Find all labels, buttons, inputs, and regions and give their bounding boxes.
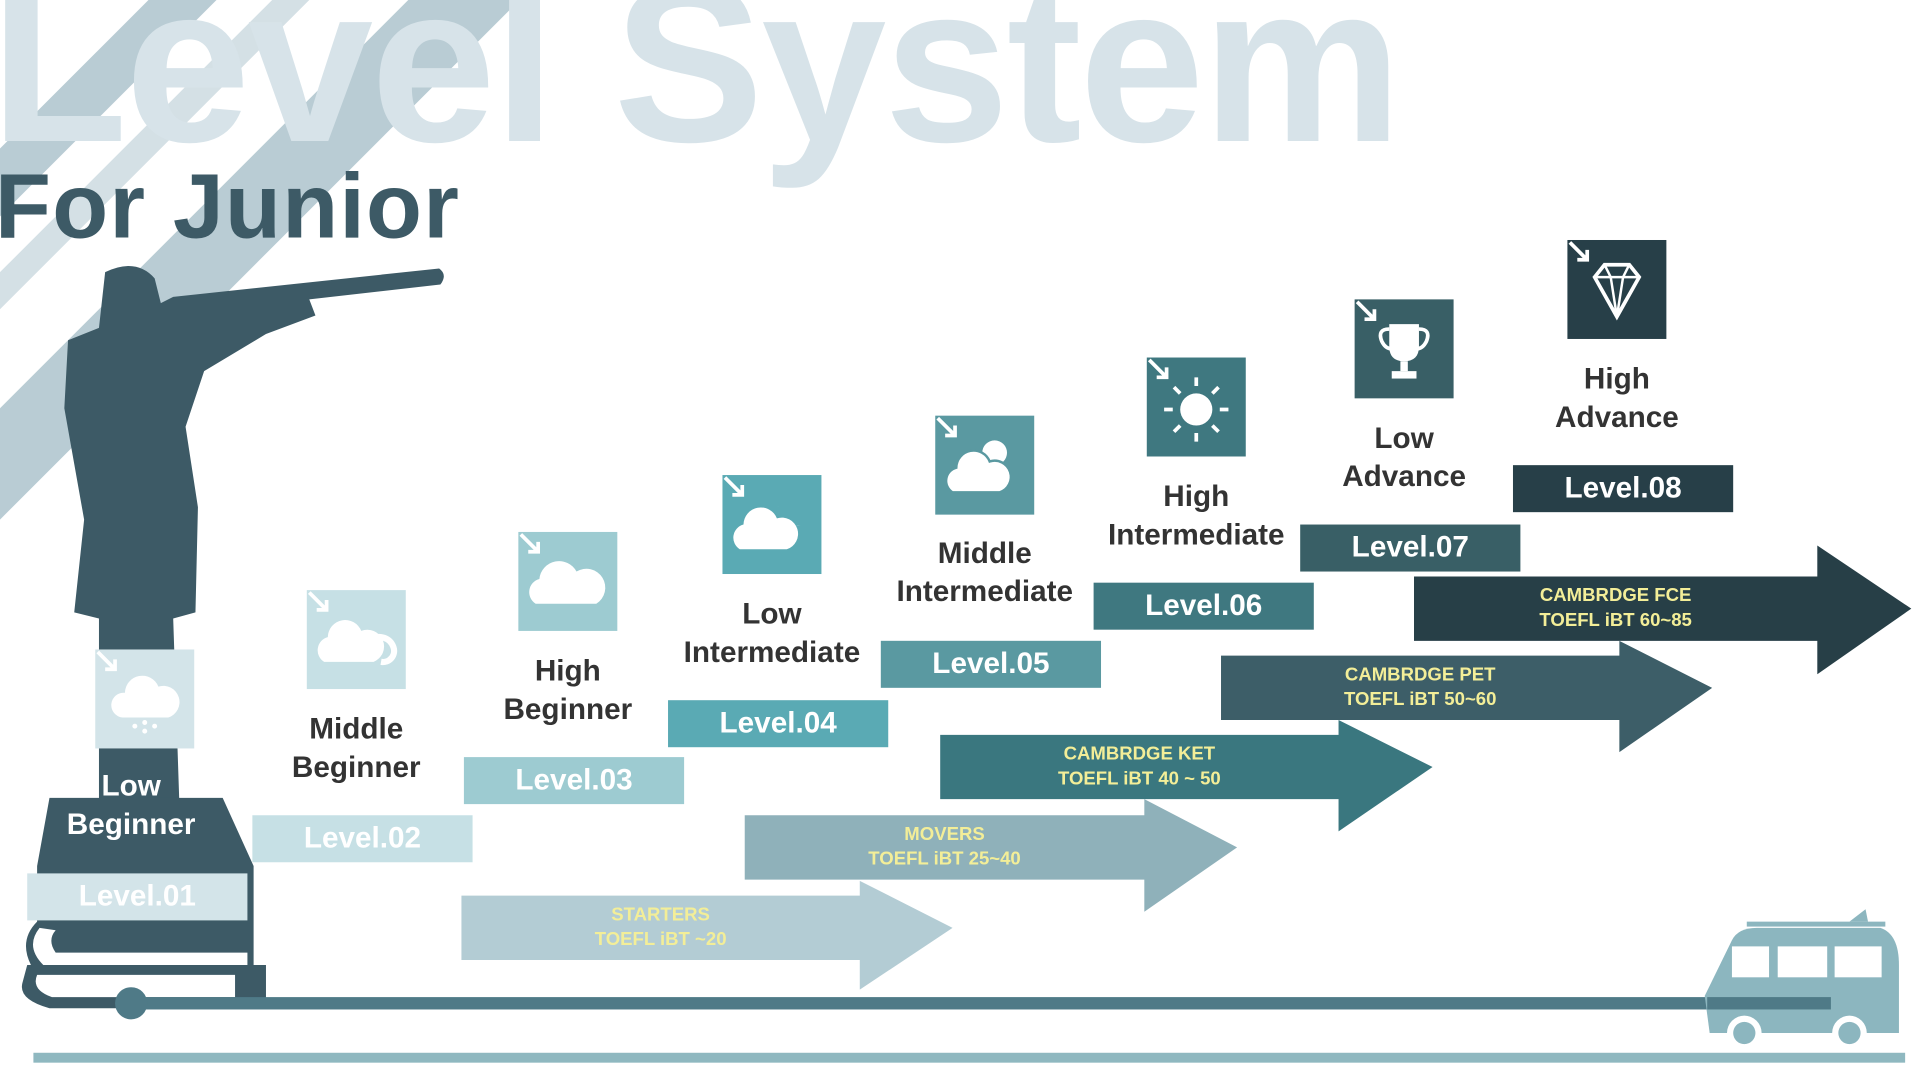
level-name-line: Advance xyxy=(1342,460,1466,494)
level-name-line: Intermediate xyxy=(1107,518,1285,552)
exam-arrow xyxy=(1221,640,1713,753)
exam-score: TOEFL iBT 25~40 xyxy=(868,848,1021,870)
exam-arrow xyxy=(461,880,953,990)
level-name-line: Beginner xyxy=(66,807,196,842)
exam-score: TOEFL iBT 40 ~ 50 xyxy=(1057,768,1221,790)
timeline-bar xyxy=(123,997,1807,1010)
level-name-line: Middle xyxy=(937,536,1032,571)
exam-arrow-label: CAMBRDGE PET TOEFL iBT 50~60 xyxy=(1221,663,1619,712)
level-name-line: High xyxy=(1163,479,1230,514)
level-badge: Level.06 xyxy=(1093,582,1314,630)
sun-icon xyxy=(1146,357,1246,457)
page-subtitle: For Junior xyxy=(0,154,461,258)
cloud-icon xyxy=(518,531,618,631)
level-badge: Level.05 xyxy=(880,640,1102,688)
level-name-line: Low xyxy=(1374,421,1434,456)
level-name-line: Beginner xyxy=(291,750,421,785)
level-name-line: Intermediate xyxy=(896,575,1074,609)
sun-cloud-icon xyxy=(935,415,1035,515)
level-badge: Level.07 xyxy=(1300,524,1521,572)
moon-cloud-icon xyxy=(722,475,822,575)
level-badge: Level.04 xyxy=(668,700,889,748)
diamond-icon xyxy=(1567,239,1667,339)
exam-score: TOEFL iBT ~20 xyxy=(594,929,727,951)
level-badge: Level.03 xyxy=(463,757,685,805)
exam-score: TOEFL iBT 50~60 xyxy=(1343,689,1497,711)
page-title: Level System xyxy=(0,0,1402,190)
exam-arrow xyxy=(744,799,1238,912)
exam-name: CAMBRDGE KET xyxy=(1063,743,1216,765)
exam-arrow xyxy=(1414,545,1912,675)
exam-name: CAMBRDGE FCE xyxy=(1539,585,1692,607)
clouds-icon xyxy=(306,590,406,690)
level-name-line: Middle xyxy=(309,712,404,746)
exam-arrow-label: MOVERS TOEFL iBT 25~40 xyxy=(745,823,1145,872)
exam-arrow-label: CAMBRDGE KET TOEFL iBT 40 ~ 50 xyxy=(940,742,1338,791)
level-name-line: High xyxy=(534,654,601,688)
rain-cloud-icon xyxy=(95,649,195,749)
timeline-start-dot xyxy=(115,987,148,1020)
ground-line xyxy=(33,1052,1906,1063)
level-name-line: Low xyxy=(742,597,802,631)
level-name-line: Beginner xyxy=(503,692,633,727)
level-name-line: Intermediate xyxy=(683,635,861,670)
level-name-line: High xyxy=(1583,362,1650,396)
exam-name: CAMBRDGE PET xyxy=(1344,664,1496,686)
exam-score: TOEFL iBT 60~85 xyxy=(1539,609,1692,631)
level-badge: Level.01 xyxy=(27,873,248,921)
exam-arrow-label: STARTERS TOEFL iBT ~20 xyxy=(461,903,859,952)
level-name-line: Low xyxy=(101,769,161,803)
level-badge: Level.02 xyxy=(252,815,473,863)
level-badge: Level.08 xyxy=(1512,465,1734,513)
exam-name: MOVERS xyxy=(904,823,985,845)
trophy-icon xyxy=(1354,299,1454,399)
exam-name: STARTERS xyxy=(611,904,710,926)
exam-arrow xyxy=(940,719,1433,832)
level-name-line: Advance xyxy=(1554,400,1679,435)
